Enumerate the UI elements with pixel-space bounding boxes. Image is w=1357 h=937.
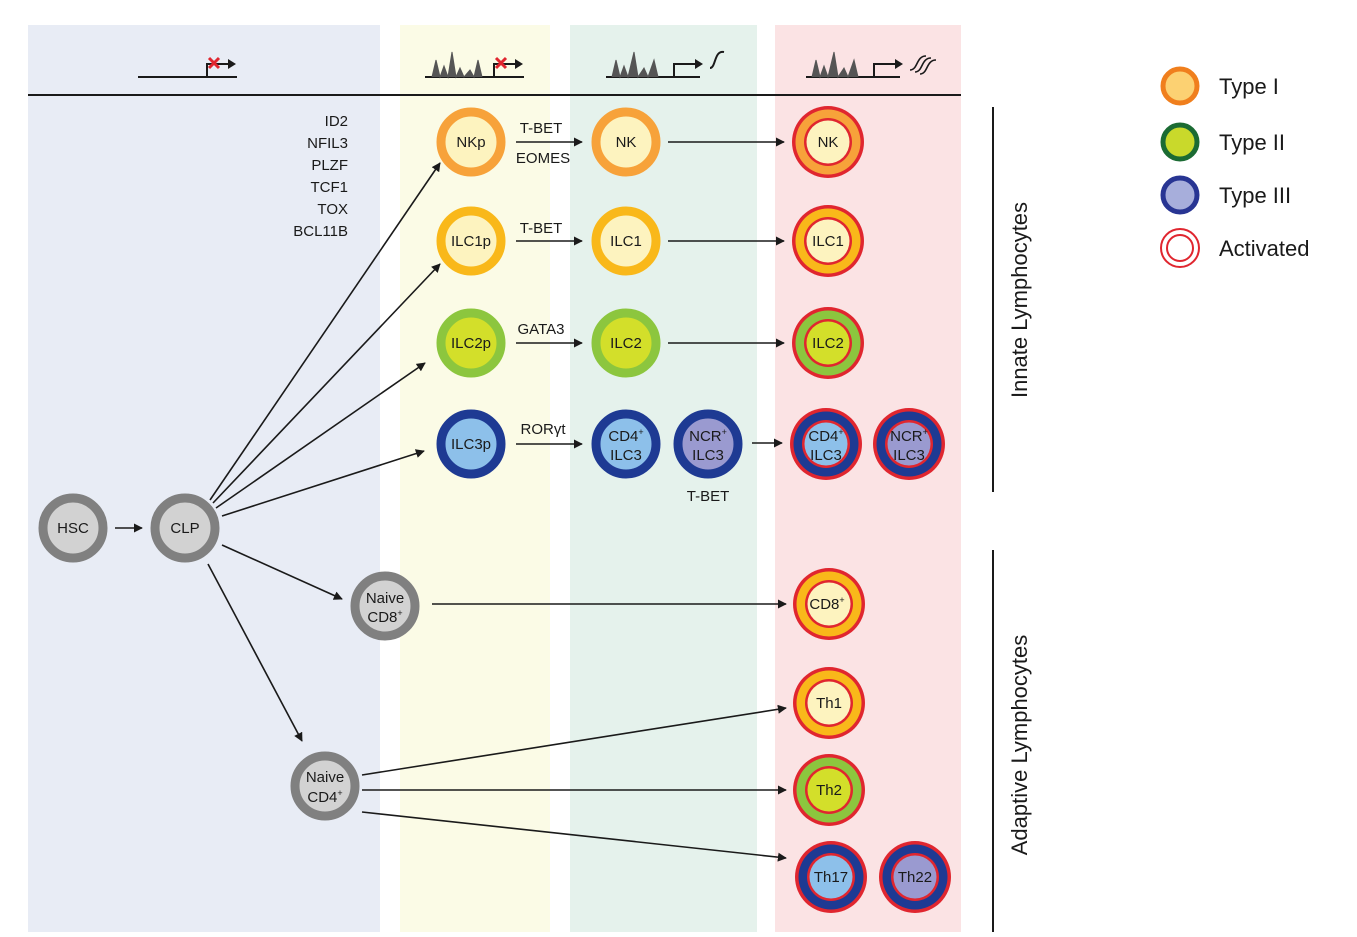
svg-text:HSC: HSC [57, 520, 89, 537]
svg-text:ILC3: ILC3 [893, 447, 925, 464]
svg-text:NKp: NKp [456, 134, 485, 151]
svg-text:Th1: Th1 [816, 695, 842, 712]
cell-ilc2p: ILC2p [436, 308, 506, 378]
cell-ncr-ilc3-activated: NCR+ ILC3 [873, 408, 945, 480]
svg-text:NK: NK [818, 134, 839, 151]
svg-text:ILC1p: ILC1p [451, 233, 491, 250]
svg-text:Type III: Type III [1219, 183, 1291, 208]
legend-item-type-iii: Type III [1160, 175, 1291, 215]
legend-item-type-ii: Type II [1160, 122, 1285, 162]
svg-text:ILC3: ILC3 [692, 447, 724, 464]
stage-panel-mature [570, 25, 757, 932]
cell-ilc1-activated: ILC1 [792, 205, 864, 277]
svg-text:ILC1: ILC1 [812, 233, 844, 250]
gene-off-icon [138, 56, 237, 78]
cell-hsc: HSC [38, 493, 108, 563]
arrow-clp-nkp [209, 162, 441, 501]
tf-item: NFIL3 [307, 135, 348, 152]
tf-label-eomes-nk: EOMES [516, 150, 570, 167]
cell-cd8-activated: CD8+ [793, 568, 865, 640]
svg-text:NK: NK [616, 134, 637, 151]
svg-text:Th22: Th22 [898, 869, 932, 886]
svg-text:NCR+: NCR+ [890, 427, 928, 445]
svg-text:CD8+: CD8+ [809, 595, 844, 613]
arrow-naive-cd4-th1 [361, 704, 787, 776]
arrow-clp-ilc1p [212, 263, 441, 504]
arrow-clp-ilc2p [215, 362, 426, 509]
svg-text:ILC3: ILC3 [610, 447, 642, 464]
cell-ncr-ilc3: NCR+ ILC3 [673, 409, 743, 479]
cell-nk: NK [591, 107, 661, 177]
svg-text:CD4+: CD4+ [307, 788, 342, 806]
gene-transcribed-icon [606, 50, 725, 79]
arrow-clp-naive-cd8 [221, 544, 343, 600]
svg-text:CD4+: CD4+ [608, 427, 643, 445]
cell-th17: Th17 [795, 841, 867, 913]
tf-label-rorgt: RORγt [520, 421, 566, 438]
tf-item: PLZF [311, 157, 348, 174]
accessible-chromatin-blocked-icon [425, 51, 524, 79]
legend-item-type-i: Type I [1160, 66, 1279, 106]
svg-text:ILC2: ILC2 [812, 335, 844, 352]
cell-ilc1p: ILC1p [436, 206, 506, 276]
svg-text:Type I: Type I [1219, 74, 1279, 99]
legend-item-activated: Activated [1160, 228, 1310, 268]
svg-text:ILC2p: ILC2p [451, 335, 491, 352]
cell-cd4-ilc3-activated: CD4+ ILC3 [790, 408, 862, 480]
svg-text:Th17: Th17 [814, 869, 848, 886]
svg-text:ILC3: ILC3 [810, 447, 842, 464]
cell-naive-cd8: Naive CD8+ [350, 571, 420, 641]
cell-nk-activated: NK [792, 106, 864, 178]
adaptive-lymphocytes-label: Adaptive Lymphocytes [1007, 635, 1032, 856]
svg-text:ILC2: ILC2 [610, 335, 642, 352]
svg-text:CD4+: CD4+ [808, 427, 843, 445]
gene-highly-transcribed-icon [806, 51, 937, 79]
cell-th22: Th22 [879, 841, 951, 913]
svg-text:Th2: Th2 [816, 782, 842, 799]
cell-clp: CLP [150, 493, 220, 563]
arrow-naive-cd4-th17 [361, 811, 787, 862]
svg-text:Activated: Activated [1219, 236, 1310, 261]
svg-text:CD8+: CD8+ [367, 608, 402, 626]
svg-text:ILC3p: ILC3p [451, 436, 491, 453]
transcription-factor-list: ID2 NFIL3 PLZF TCF1 TOX BCL11B [293, 113, 348, 240]
arrow-clp-ilc3p [221, 449, 425, 517]
innate-lymphocytes-label: Innate Lymphocytes [1007, 202, 1032, 398]
cell-ilc2-activated: ILC2 [792, 307, 864, 379]
cell-th1: Th1 [793, 667, 865, 739]
tf-label-tbet-ilc1: T-BET [520, 220, 563, 237]
tf-item: ID2 [325, 113, 348, 130]
arrow-clp-naive-cd4 [207, 563, 303, 742]
svg-text:ILC1: ILC1 [610, 233, 642, 250]
cell-ilc2: ILC2 [591, 308, 661, 378]
svg-text:NCR+: NCR+ [689, 427, 727, 445]
cell-naive-cd4: Naive CD4+ [290, 751, 360, 821]
svg-text:Type II: Type II [1219, 130, 1285, 155]
cell-th2: Th2 [793, 754, 865, 826]
tf-label-tbet-ncr: T-BET [687, 488, 730, 505]
svg-text:CLP: CLP [170, 520, 199, 537]
tf-item: BCL11B [293, 223, 348, 240]
tf-item: TOX [317, 201, 348, 218]
tf-label-gata3: GATA3 [518, 321, 565, 338]
cell-nkp: NKp [436, 107, 506, 177]
svg-text:Naive: Naive [366, 590, 404, 607]
tf-item: TCF1 [311, 179, 349, 196]
cell-cd4-ilc3: CD4+ ILC3 [591, 409, 661, 479]
differentiation-arrows [115, 137, 787, 862]
tf-label-tbet-nk: T-BET [520, 120, 563, 137]
legend: Type I Type II Type III Activated [1160, 66, 1310, 268]
cell-ilc1: ILC1 [591, 206, 661, 276]
svg-text:Naive: Naive [306, 769, 344, 786]
cell-ilc3p: ILC3p [436, 409, 506, 479]
